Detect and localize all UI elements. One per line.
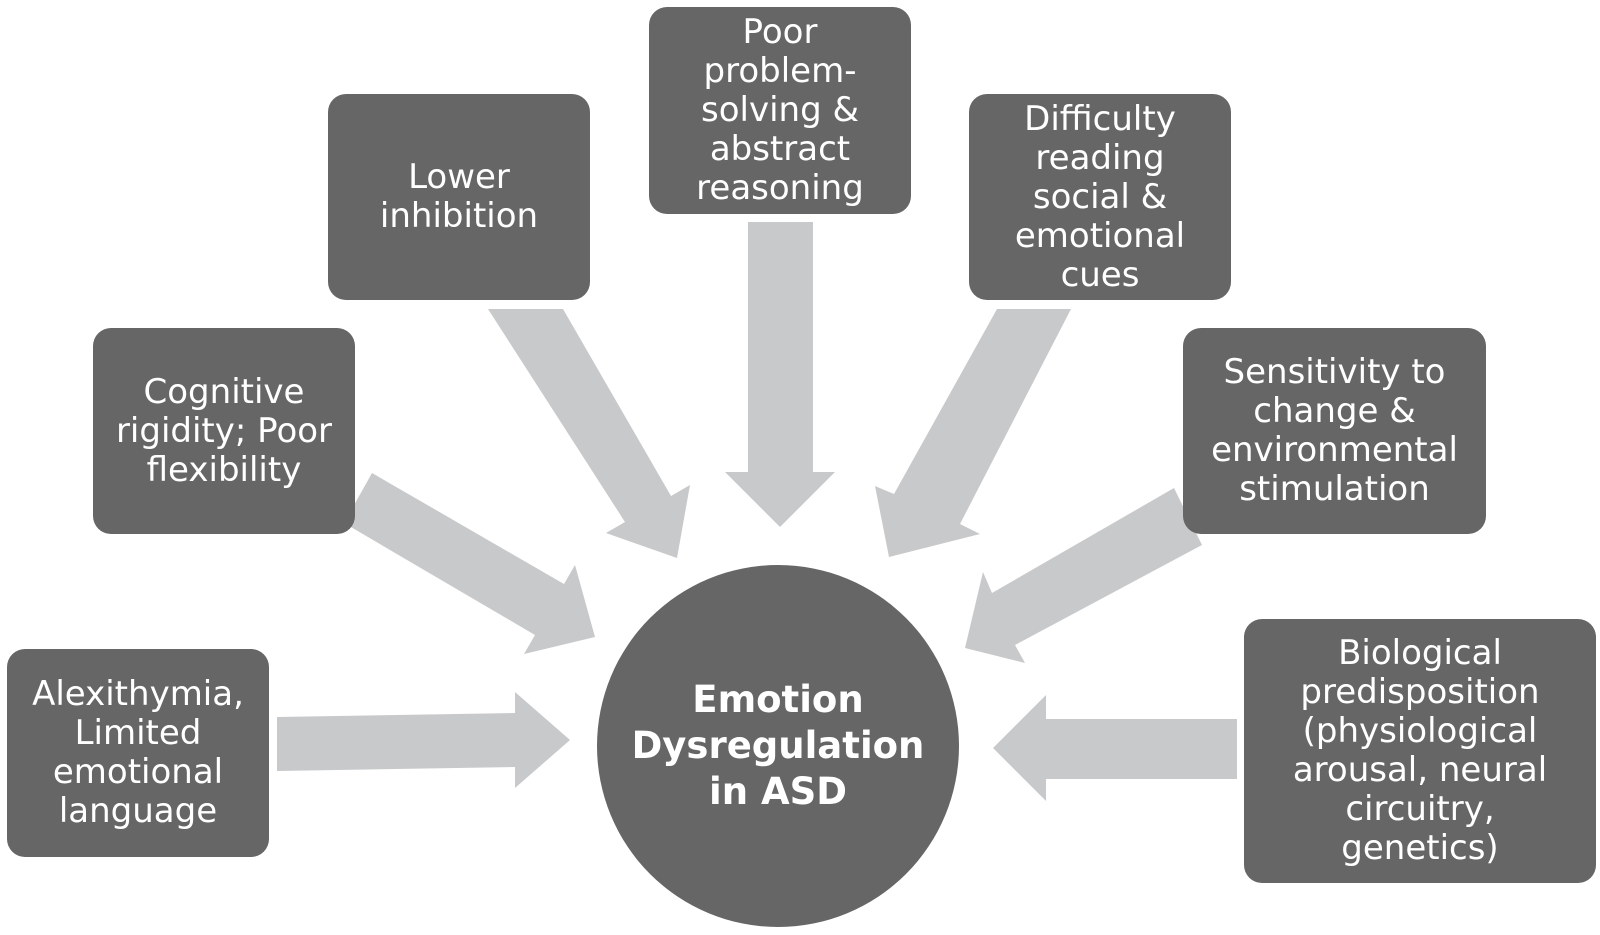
factor-problem-solving-label: Poor problem- solving & abstract reasoni…: [696, 12, 864, 208]
factor-biological-label: Biological predisposition (physiological…: [1292, 633, 1548, 868]
arrow-cognitive-rigidity: [344, 473, 595, 654]
factor-sensitivity: Sensitivity to change & environmental st…: [1183, 328, 1486, 534]
factor-social-cues: Difficulty reading social & emotional cu…: [969, 94, 1231, 300]
factor-lower-inhibition-label: Lower inhibition: [379, 157, 539, 236]
arrow-problem-solving: [725, 222, 835, 527]
factor-social-cues-label: Difficulty reading social & emotional cu…: [1014, 98, 1186, 295]
arrow-alexithymia: [277, 692, 570, 788]
central-concept: Emotion Dysregulation in ASD: [597, 565, 959, 927]
arrow-sensitivity: [965, 488, 1202, 663]
factor-alexithymia: Alexithymia, Limited emotional language: [7, 649, 269, 857]
factor-cognitive-rigidity-label: Cognitive rigidity; Poor flexibility: [115, 371, 333, 490]
factor-problem-solving: Poor problem- solving & abstract reasoni…: [649, 7, 911, 214]
factor-sensitivity-label: Sensitivity to change & environmental st…: [1211, 352, 1458, 509]
factor-biological: Biological predisposition (physiological…: [1244, 619, 1596, 883]
factor-lower-inhibition: Lower inhibition: [328, 94, 590, 300]
central-concept-label: Emotion Dysregulation in ASD: [631, 678, 925, 813]
arrow-social-cues: [875, 309, 1071, 557]
arrow-biological: [993, 695, 1237, 801]
factor-alexithymia-label: Alexithymia, Limited emotional language: [32, 674, 244, 831]
arrow-lower-inhibition: [488, 309, 690, 558]
factor-cognitive-rigidity: Cognitive rigidity; Poor flexibility: [93, 328, 355, 534]
